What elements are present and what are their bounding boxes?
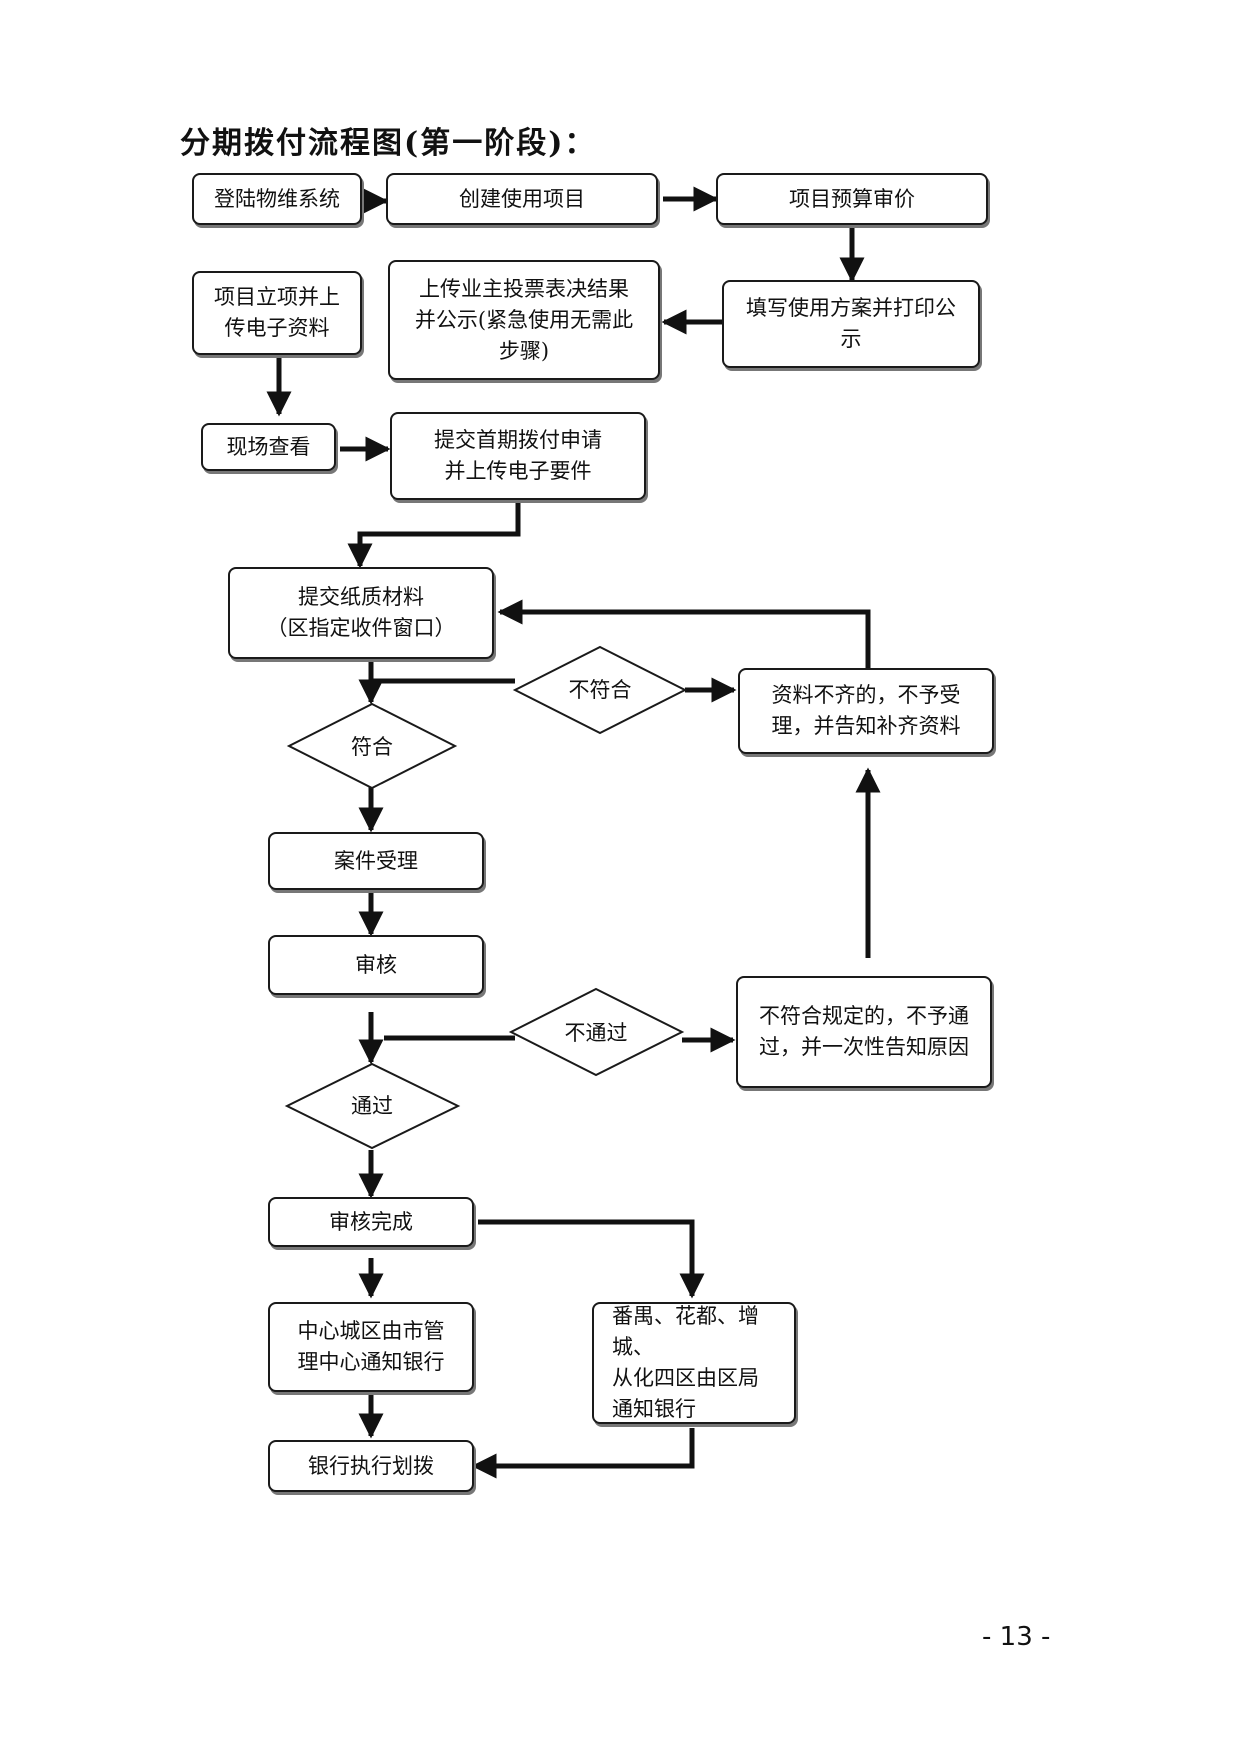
- node-submit-paper: 提交纸质材料 （区指定收件窗口）: [228, 567, 494, 659]
- node-review-done: 审核完成: [268, 1197, 474, 1247]
- node-upload-vote: 上传业主投票表决结果 并公示(紧急使用无需此 步骤): [388, 260, 660, 380]
- node-submit-first: 提交首期拨付申请 并上传电子要件: [390, 412, 646, 500]
- node-create-project: 创建使用项目: [386, 173, 658, 225]
- decision-pass: [284, 1062, 461, 1150]
- decision-label-pass: 通过: [351, 1094, 393, 1118]
- arrow-four-districts-to-bank: [471, 1428, 695, 1479]
- node-site-check: 现场查看: [201, 423, 336, 471]
- arrow-submit-first-to-submit-paper: [347, 502, 521, 569]
- node-center-city: 中心城区由市管 理中心通知银行: [268, 1302, 474, 1392]
- node-budget-review: 项目预算审价: [716, 173, 988, 225]
- node-review: 审核: [268, 935, 484, 995]
- node-project-setup: 项目立项并上 传电子资料: [192, 271, 362, 355]
- page-number: - 13 -: [982, 1622, 1051, 1652]
- arrow-incomplete-to-submit-paper: [497, 599, 871, 668]
- decision-match: [286, 702, 458, 790]
- decision-not-pass: [508, 987, 685, 1077]
- node-bank-transfer: 银行执行划拨: [268, 1440, 474, 1492]
- arrow-review-done-to-four-districts: [478, 1219, 705, 1299]
- node-login: 登陆物维系统: [192, 173, 362, 225]
- node-noncompliant: 不符合规定的，不予通 过，并一次性告知原因: [736, 976, 992, 1088]
- page-title: 分期拨付流程图(第一阶段)：: [180, 126, 597, 161]
- node-incomplete: 资料不齐的，不予受 理，并告知补齐资料: [738, 668, 994, 754]
- decision-label-not-match: 不符合: [568, 678, 632, 702]
- node-four-districts: 番禺、花都、增城、 从化四区由区局 通知银行: [592, 1302, 796, 1424]
- decision-label-match: 符合: [351, 735, 393, 759]
- node-fill-plan: 填写使用方案并打印公 示: [722, 280, 980, 368]
- decision-label-not-pass: 不通过: [564, 1021, 628, 1045]
- node-case-accept: 案件受理: [268, 832, 484, 890]
- decision-not-match: [512, 645, 688, 735]
